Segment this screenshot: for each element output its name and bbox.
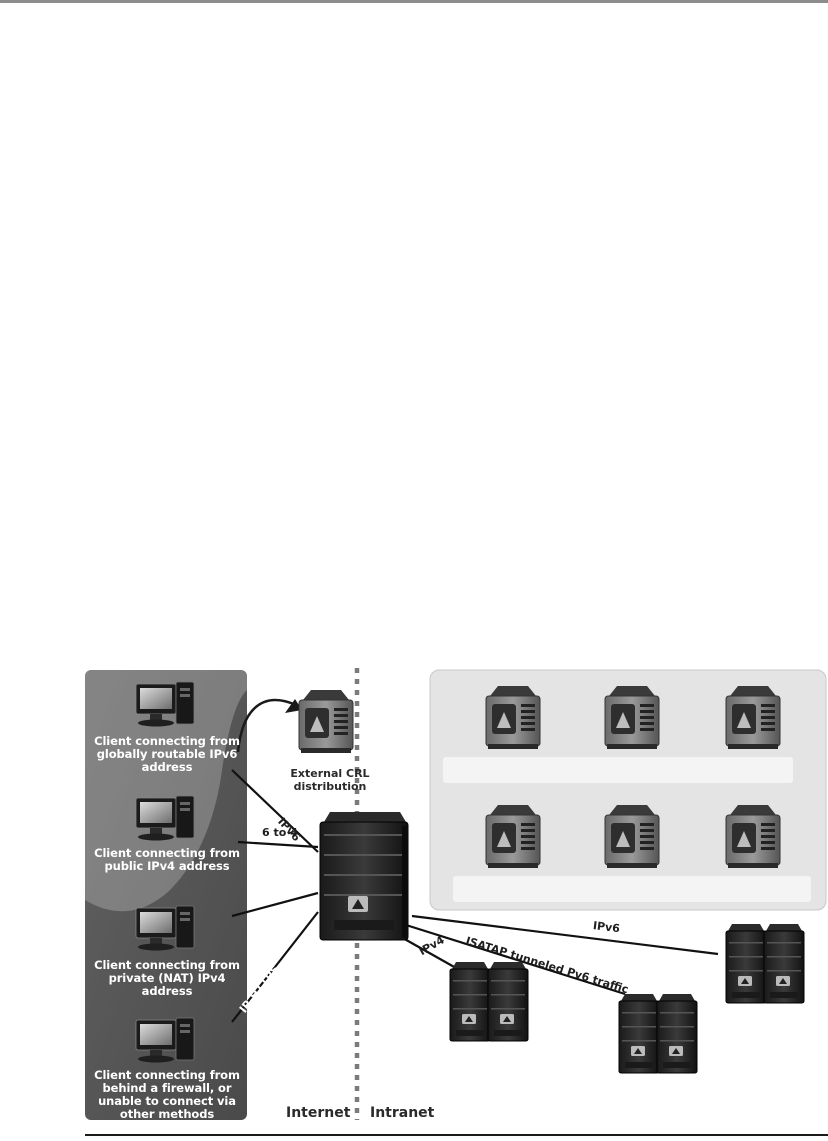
intranet-server-2 (604, 686, 660, 749)
internet-zone-label: Internet (286, 1105, 351, 1121)
crl-server (298, 690, 354, 753)
isatap-line (405, 923, 626, 996)
client-pc-1 (135, 681, 195, 727)
teredo-line (231, 891, 319, 918)
client-pc-3 (135, 905, 195, 951)
client-label-6to4: Client connecting from public IPv4 addre… (94, 846, 240, 873)
isatap-server-pair (618, 994, 698, 1074)
intranet-server-3 (725, 686, 781, 749)
bottom-rule (85, 1134, 828, 1136)
server-row-label-bar-2 (453, 876, 811, 902)
client-label-ipv6: Client connecting from globally routable… (94, 734, 240, 774)
top-rule (0, 0, 828, 3)
ipv4-server-pair (449, 962, 529, 1042)
crl-arrow (236, 698, 297, 753)
server-row-label-bar-1 (443, 757, 793, 783)
client-label-iphttps: Client connecting from behind a firewall… (94, 1068, 240, 1121)
intranet-server-5 (604, 805, 660, 868)
directaccess-server (319, 812, 409, 941)
client-pc-4 (135, 1017, 195, 1063)
connection-lines (231, 769, 719, 1023)
crl-label: External CRL distribution (290, 767, 370, 793)
6to4-line (237, 840, 319, 849)
iphttps-line (231, 911, 319, 1023)
crl-arrow-head (285, 699, 302, 713)
client-panel (85, 670, 247, 1120)
ipv6-line (231, 769, 319, 853)
ipv6-server-pair (725, 924, 805, 1004)
intranet-server-4 (485, 805, 541, 868)
intranet-zone-label: Intranet (370, 1105, 435, 1121)
ipv4-line (400, 936, 457, 969)
intranet-ipv6-line (411, 914, 719, 956)
intranet-server-1 (485, 686, 541, 749)
intranet-server-6 (725, 805, 781, 868)
client-label-teredo: Client connecting from private (NAT) IPv… (94, 958, 240, 998)
6to4-connection-label: 6 to 4 (262, 826, 298, 839)
client-pc-2 (135, 795, 195, 841)
